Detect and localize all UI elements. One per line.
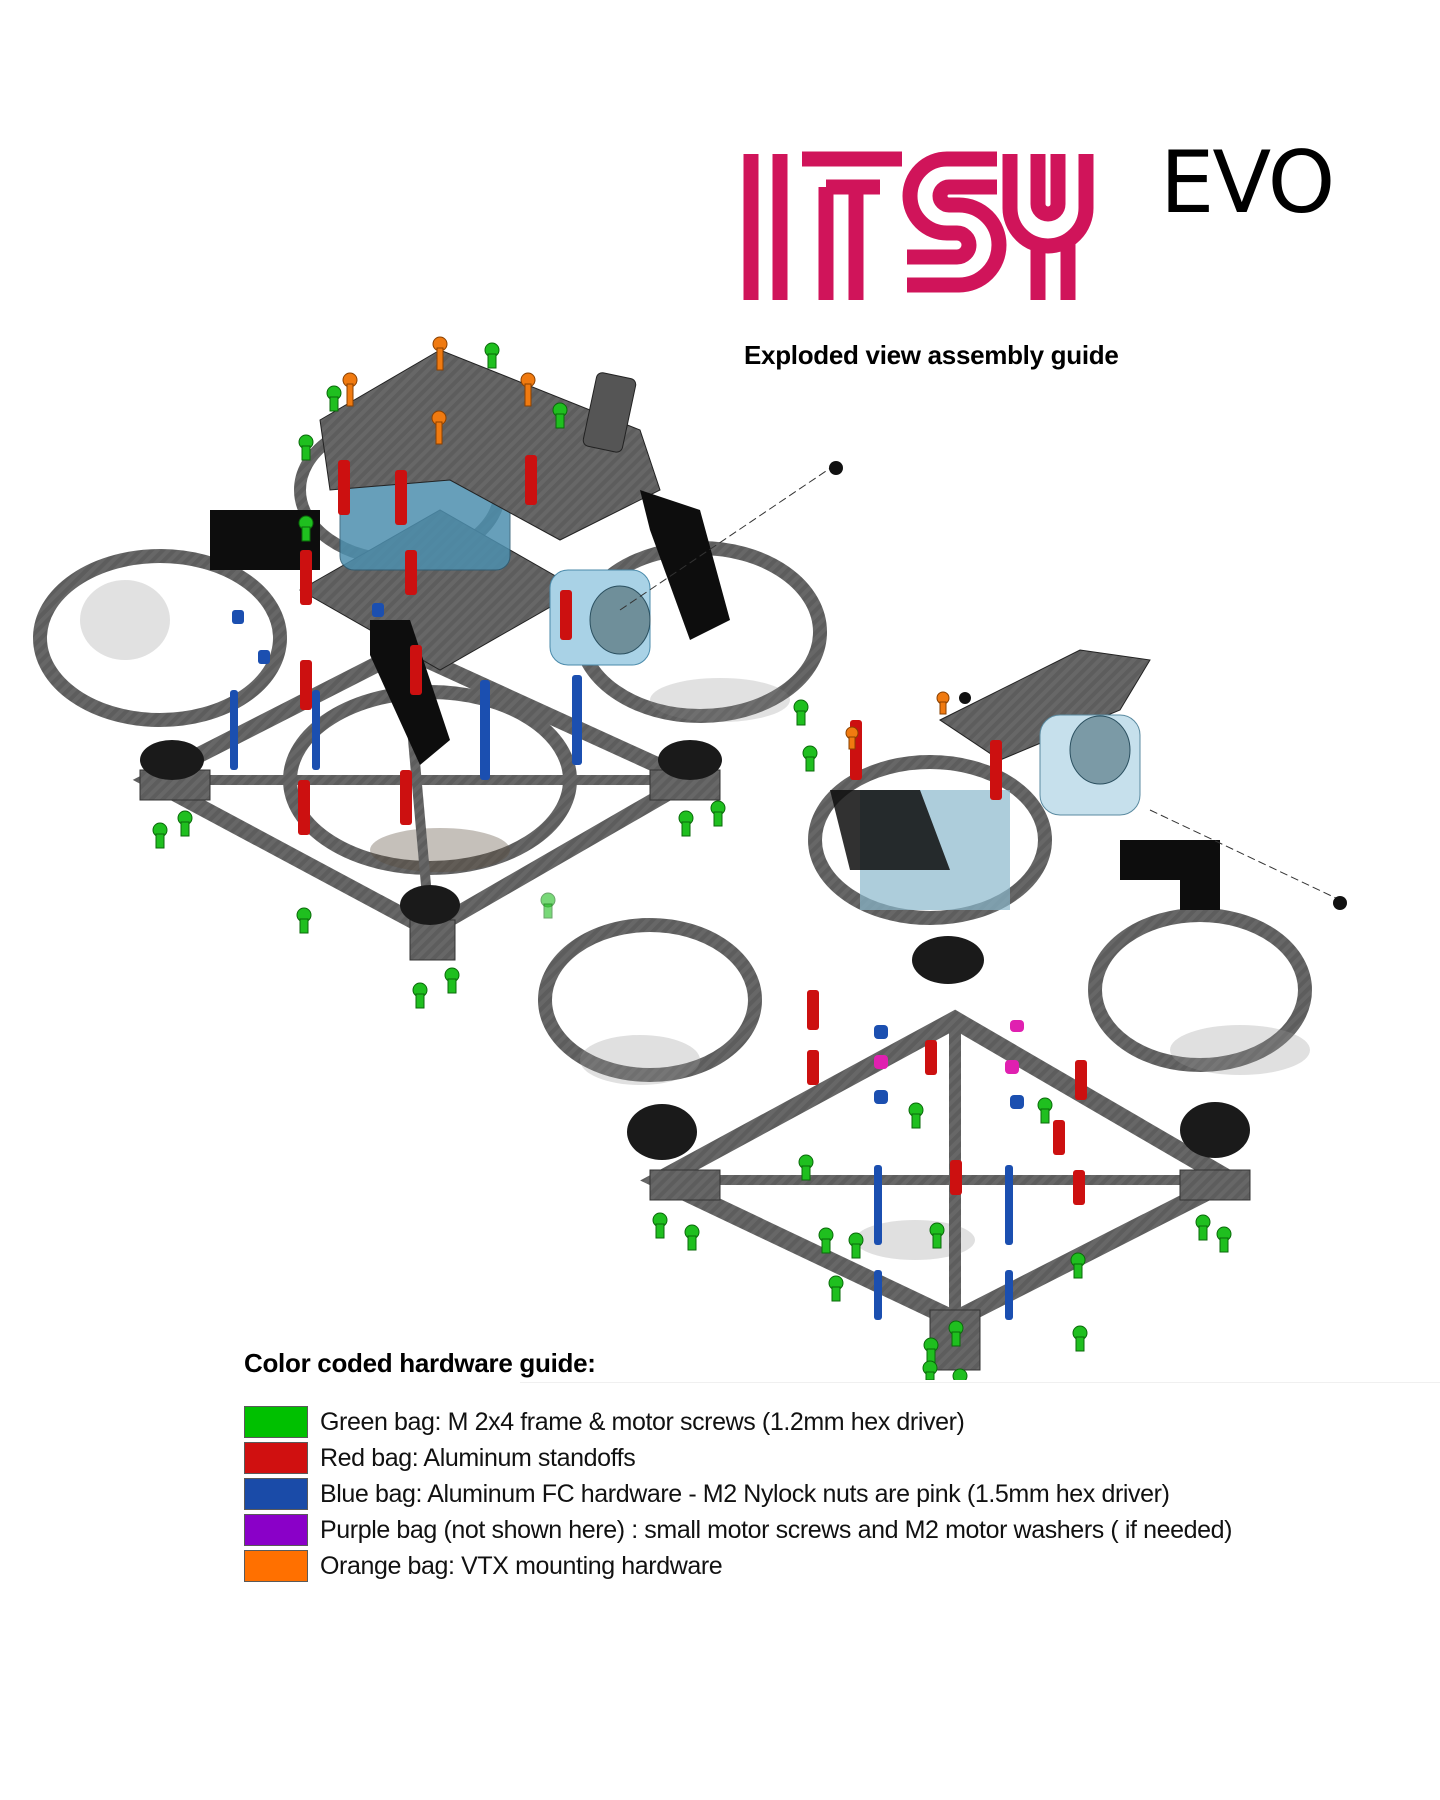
legend-label: Purple bag (not shown here) : small moto… [320,1515,1233,1544]
legend-item-orange: Orange bag: VTX mounting hardware [244,1548,1232,1584]
legend-label: Red bag: Aluminum standoffs [320,1443,636,1472]
green-swatch-icon [244,1406,308,1438]
legend-item-green: Green bag: M 2x4 frame & motor screws (1… [244,1404,1232,1440]
itsy-wordmark-icon [743,151,1094,300]
legend-item-red: Red bag: Aluminum standoffs [244,1440,1232,1476]
legend-item-purple: Purple bag (not shown here) : small moto… [244,1512,1232,1548]
itsy-logo [742,146,1352,306]
drone-bottom-view [538,649,1347,1384]
purple-swatch-icon [244,1514,308,1546]
exploded-view-illustration [0,320,1440,1384]
blue-swatch-icon [244,1478,308,1510]
drone-top-view [33,336,843,1009]
legend-label: Orange bag: VTX mounting hardware [320,1551,723,1580]
legend-divider [520,1382,1440,1383]
orange-swatch-icon [244,1550,308,1582]
legend-item-blue: Blue bag: Aluminum FC hardware - M2 Nylo… [244,1476,1232,1512]
legend-label: Blue bag: Aluminum FC hardware - M2 Nylo… [320,1479,1170,1508]
page-subtitle: Exploded view assembly guide [744,340,1119,370]
red-swatch-icon [244,1442,308,1474]
hardware-legend: Green bag: M 2x4 frame & motor screws (1… [244,1404,1232,1584]
evo-wordmark: EVO [1160,133,1335,233]
legend-title: Color coded hardware guide: [244,1348,596,1378]
legend-label: Green bag: M 2x4 frame & motor screws (1… [320,1407,965,1436]
